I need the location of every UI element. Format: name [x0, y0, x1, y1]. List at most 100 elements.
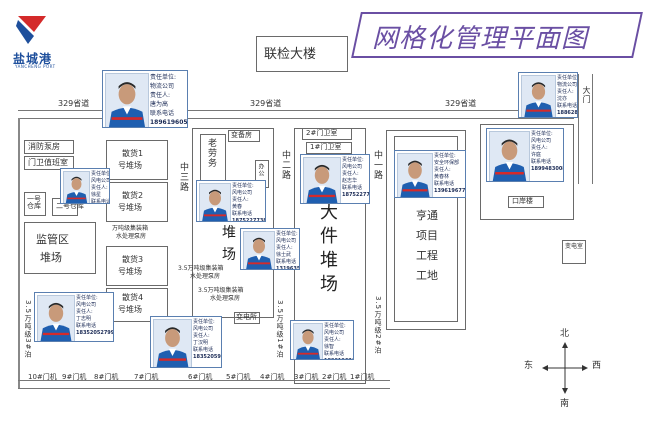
person-photo [199, 183, 231, 221]
card-unit-label: 责任单位: [342, 157, 364, 163]
card-phone: 18752277388 [342, 192, 370, 198]
card-unit-label: 责任单位: [434, 153, 456, 159]
port-office-building [508, 196, 544, 208]
hengtong-label-4: 工地 [416, 269, 438, 282]
card-person: 黄春 [232, 204, 243, 210]
bulk-yard-1 [106, 140, 168, 180]
hengtong-project [394, 136, 458, 322]
road-line-top [18, 110, 574, 111]
berth-3-label: 3.5万吨级3#泊 [24, 300, 32, 359]
card-person-label: 责任人: [531, 145, 548, 151]
site-south-edge-2 [18, 388, 390, 389]
card-person: 黄春林 [434, 174, 450, 180]
card-unit-label: 责任单位: [91, 171, 109, 177]
road-329-b: 329省道 [250, 99, 282, 108]
bulk-yard-3-label-a: 散货3 [122, 255, 144, 264]
person-photo [63, 171, 90, 203]
water-label-1: 3.5万吨级集装箱 [178, 265, 224, 272]
crane-10: 10#门机 [28, 373, 57, 381]
water-label-2: 水处理泵房 [190, 273, 221, 280]
road-zhongyi: 中一路 [372, 150, 382, 180]
card-phone-label: 联系电话 [434, 181, 455, 187]
card-phone: 18961962189 [324, 358, 353, 359]
person-photo [489, 131, 530, 181]
person-photo [521, 75, 556, 117]
card-person-label: 责任人: [150, 92, 171, 99]
hengtong-label-3: 工程 [416, 249, 438, 262]
middle-yard-block [192, 128, 274, 318]
water-label-4: 水处理泵房 [210, 295, 241, 302]
card-unit: 风电公司 [91, 178, 110, 184]
card-unit-label: 责任单位: [232, 183, 254, 189]
gate-duty-room [24, 156, 74, 170]
card-phone-label: 联系电话 [557, 103, 578, 109]
port-office-label: 口岸楼 [512, 197, 533, 205]
card-unit: 风电公司 [531, 138, 552, 144]
card-phone: 18961960505 [150, 119, 188, 126]
lianjian-label: 联检大楼 [264, 47, 317, 62]
compass-west: 西 [592, 361, 602, 371]
crane-row: 10#门机 9#门机 8#门机 7#门机 6#门机 5#门机 4#门机 3#门机… [28, 372, 388, 386]
card-unit-label: 责任单位: [150, 74, 177, 81]
card-person: 赵志华 [342, 178, 358, 184]
person-photo [153, 319, 192, 367]
card-person: 徐士武 [276, 252, 292, 258]
crane-3: 3#门机 [294, 373, 319, 381]
large-cargo-char-1: 大 [320, 202, 338, 223]
customs-yard-label-1: 监管区 [36, 233, 69, 246]
substation-south-label: 变电所 [236, 313, 257, 321]
card-unit: 风电公司 [76, 302, 97, 308]
substation-room [228, 130, 260, 142]
bulk-yard-2 [106, 182, 168, 222]
card-unit: 风电公司 [324, 330, 345, 336]
card-phone: 18352059799 [193, 354, 221, 360]
card-unit: 物流公司 [557, 82, 578, 88]
card-unit: 风电公司 [232, 190, 253, 196]
person-photo [397, 153, 433, 197]
east-road-line [578, 74, 579, 184]
card-phone: 18994830089 [531, 166, 563, 172]
card-phone-label: 联系电话 [150, 110, 175, 117]
road-329-a: 329省道 [58, 99, 90, 108]
logo-text-cn: 盐城港 [13, 52, 53, 66]
warehouse-1-label: 一号仓库 [27, 195, 41, 210]
card-person-label: 责任人: [434, 167, 451, 173]
labor-office-label: 老劳务 [206, 138, 216, 168]
crane-7: 7#门机 [134, 373, 159, 381]
bulk-yard-3 [106, 246, 168, 286]
site-west-edge [18, 118, 20, 388]
card-person-label: 责任人: [193, 333, 210, 339]
office-small-label: 办公 [257, 163, 264, 177]
card-phone: 13196356539 [276, 266, 299, 270]
crane-5: 5#门机 [226, 373, 251, 381]
card-phone-label: 联系电话 [193, 347, 214, 353]
hengtong-label-1: 亨通 [416, 209, 438, 222]
card-person: 徐星 [91, 192, 102, 198]
card-unit-label: 责任单位: [193, 319, 215, 325]
crane-8: 8#门机 [94, 373, 119, 381]
pump-label-1: 万吨级集装箱 [112, 225, 149, 232]
road-zhongsan: 中三路 [178, 162, 188, 192]
road-zhonger: 中二路 [280, 150, 290, 180]
crane-2: 2#门机 [322, 373, 347, 381]
substation-south [234, 312, 260, 324]
port-office-block [480, 124, 574, 220]
pump-label-2: 水处理泵房 [116, 233, 147, 240]
compass-east: 东 [524, 361, 534, 371]
bulk-yard-4-label-b: 号堆场 [118, 305, 142, 314]
card-phone-label: 联系电话 [232, 211, 253, 217]
card-phone: 13961967735 [434, 188, 466, 194]
large-cargo-char-2: 件 [320, 226, 338, 247]
fire-pump-room [24, 140, 74, 154]
bulk-yard-2-label-b: 号堆场 [118, 203, 142, 212]
main-gate-label: 大门 [582, 86, 591, 104]
